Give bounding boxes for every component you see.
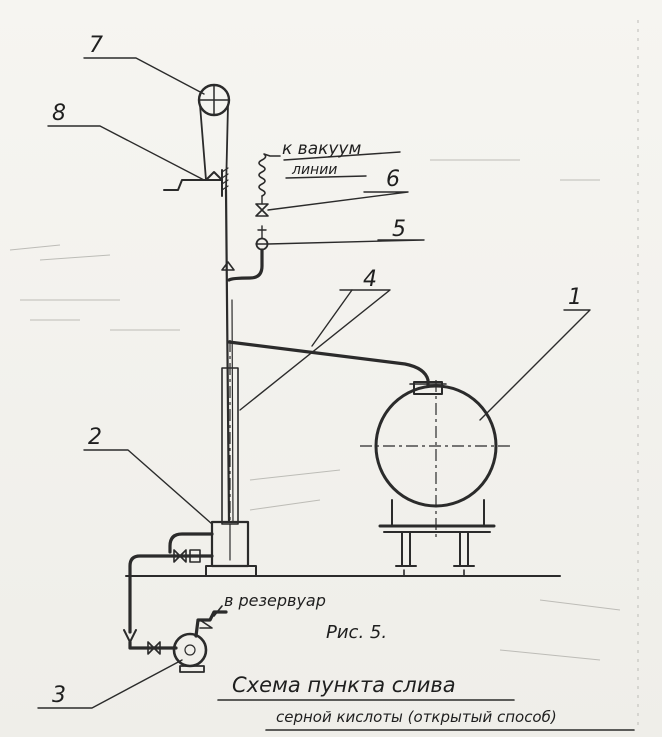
hoist-rope	[199, 104, 229, 191]
label-8: 8	[52, 101, 66, 126]
pipe-valve-marker	[221, 261, 235, 271]
vacuum-line-text-2: линии	[291, 162, 337, 178]
leader-lines	[37, 57, 591, 709]
pulley-7	[197, 83, 231, 117]
vacuum-line	[227, 153, 281, 282]
label-1: 1	[568, 285, 582, 310]
figure-number: Рис. 5.	[326, 622, 387, 643]
drain-piping	[123, 532, 214, 655]
wall-bracket-8	[163, 167, 229, 197]
label-2: 2	[88, 425, 102, 450]
background-ghost-marks	[9, 20, 639, 730]
label-6: 6	[386, 167, 400, 192]
receiver-vessel-2	[205, 520, 257, 577]
pump-3	[172, 605, 228, 673]
label-4: 4	[363, 267, 377, 292]
figure-title-line1: Схема пункта слива	[232, 673, 456, 697]
label-7: 7	[89, 33, 103, 58]
label-3: 3	[52, 683, 66, 708]
tank-1	[360, 380, 514, 577]
figure-title-line2: серной кислоты (открытый способ)	[276, 708, 557, 726]
label-5: 5	[392, 217, 406, 242]
vertical-standpipe	[221, 188, 239, 530]
transfer-pipe	[227, 340, 430, 388]
to-reservoir-text: в резервуар	[224, 591, 326, 610]
vacuum-line-text-1: к вакуум	[282, 139, 361, 159]
